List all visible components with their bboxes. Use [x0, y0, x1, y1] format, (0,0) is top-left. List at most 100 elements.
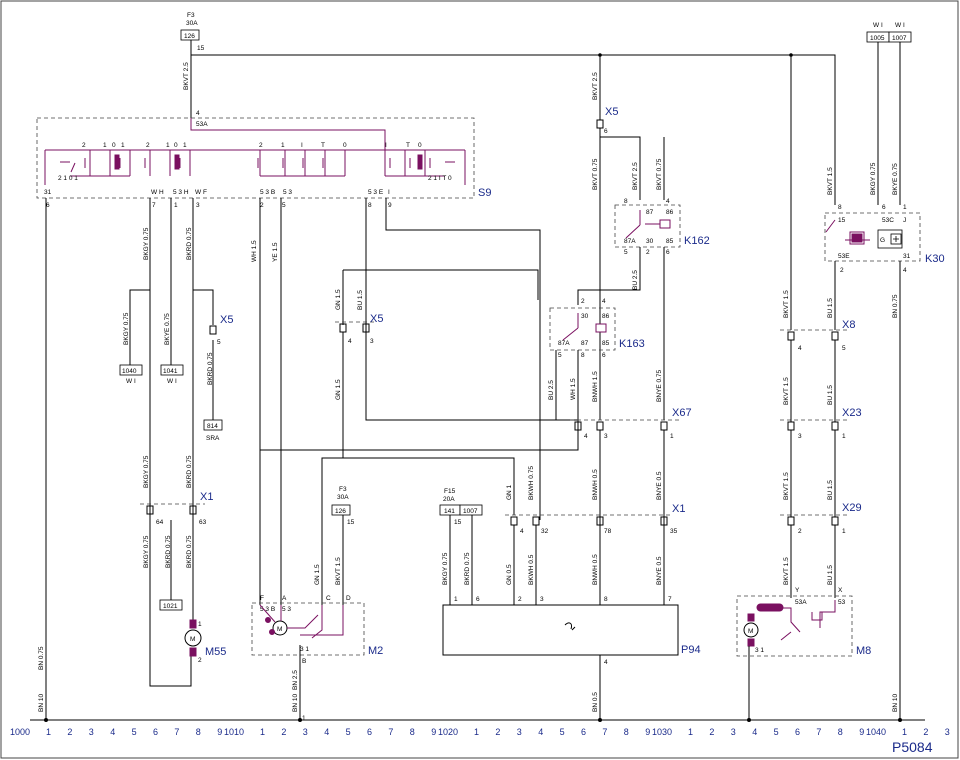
svg-text:BKGY 0.75: BKGY 0.75: [143, 227, 150, 260]
svg-text:F: F: [260, 595, 264, 602]
svg-text:5 3: 5 3: [282, 606, 291, 613]
svg-text:BKYE 0.75: BKYE 0.75: [892, 163, 899, 195]
svg-text:5: 5: [842, 345, 846, 352]
svg-text:2: 2: [260, 202, 264, 209]
svg-text:GN 1.5: GN 1.5: [335, 289, 342, 310]
ref-boxes-left: 1040 W I 1041 W I 814 SRA: [119, 364, 223, 442]
svg-text:6: 6: [602, 352, 606, 359]
svg-text:2: 2: [798, 528, 802, 535]
svg-text:6: 6: [882, 204, 886, 211]
svg-text:I: I: [301, 142, 303, 149]
ruler-start-label: 1020: [438, 727, 458, 737]
svg-text:4: 4: [520, 528, 524, 535]
svg-text:K163: K163: [619, 338, 645, 350]
svg-text:W F: W F: [195, 189, 207, 196]
svg-text:BKGY 0.75: BKGY 0.75: [870, 162, 877, 195]
svg-text:5: 5: [282, 202, 286, 209]
svg-text:WH 1.5: WH 1.5: [251, 240, 258, 262]
svg-text:B: B: [302, 658, 306, 665]
svg-text:BN 0.75: BN 0.75: [38, 646, 45, 670]
ruler-digit: 6: [581, 727, 586, 737]
svg-text:2: 2: [646, 249, 650, 256]
svg-text:BKVT 1.5: BKVT 1.5: [783, 290, 790, 318]
svg-text:BKVT 0.75: BKVT 0.75: [592, 158, 599, 190]
ruler-start-label: 1000: [10, 727, 30, 737]
svg-text:WH 1.5: WH 1.5: [570, 378, 577, 400]
top-bus: [190, 40, 836, 205]
svg-text:53A: 53A: [795, 599, 807, 606]
svg-text:A: A: [282, 595, 287, 602]
svg-text:W I: W I: [873, 22, 883, 29]
svg-text:3 1: 3 1: [755, 647, 764, 654]
ruler-digit: 9: [859, 727, 864, 737]
svg-text:6: 6: [46, 202, 50, 209]
svg-text:BKVT 2.5: BKVT 2.5: [632, 162, 639, 190]
svg-text:1005: 1005: [870, 35, 885, 42]
svg-text:5 3 B: 5 3 B: [260, 189, 275, 196]
ruler-digit: 2: [281, 727, 286, 737]
ruler-digit: 8: [838, 727, 843, 737]
svg-text:W I: W I: [126, 378, 136, 385]
svg-text:BKVT 2.5: BKVT 2.5: [183, 62, 190, 90]
ruler-digit: 6: [795, 727, 800, 737]
svg-text:GN 1.5: GN 1.5: [314, 564, 321, 585]
svg-text:BNYE 0.5: BNYE 0.5: [656, 556, 663, 585]
ruler-start-label: 1030: [652, 727, 672, 737]
svg-text:5: 5: [558, 352, 562, 359]
svg-text:BNYE 0.75: BNYE 0.75: [656, 369, 663, 402]
svg-text:4: 4: [196, 110, 200, 117]
svg-text:85: 85: [602, 340, 610, 347]
svg-text:0: 0: [418, 142, 422, 149]
svg-text:BKVT 2.5: BKVT 2.5: [592, 72, 599, 100]
svg-text:20A: 20A: [443, 496, 455, 503]
svg-text:1: 1: [121, 142, 125, 149]
svg-text:BKVT 0.75: BKVT 0.75: [656, 158, 663, 190]
svg-text:7: 7: [668, 596, 672, 603]
svg-text:4: 4: [602, 298, 606, 305]
svg-text:1: 1: [166, 142, 170, 149]
svg-text:1: 1: [174, 202, 178, 209]
ruler-digit: 7: [388, 727, 393, 737]
svg-text:BKRD 0.75: BKRD 0.75: [186, 455, 193, 488]
svg-text:BU 1.5: BU 1.5: [827, 480, 834, 500]
svg-text:15: 15: [347, 519, 355, 526]
svg-text:BKVT 1.5: BKVT 1.5: [335, 557, 342, 585]
svg-text:W I: W I: [167, 378, 177, 385]
svg-text:P94: P94: [681, 644, 701, 656]
ruler-digit: 1: [260, 727, 265, 737]
svg-text:X1: X1: [672, 503, 685, 515]
svg-text:BKRD 0.75: BKRD 0.75: [207, 352, 214, 385]
svg-text:30A: 30A: [186, 20, 198, 27]
ruler-digit: 3: [303, 727, 308, 737]
svg-text:F3: F3: [339, 486, 347, 493]
ruler-digit: 3: [89, 727, 94, 737]
ruler-digit: 6: [153, 727, 158, 737]
ruler-digit: 4: [324, 727, 329, 737]
svg-text:3: 3: [370, 338, 374, 345]
svg-text:BN 2.5: BN 2.5: [292, 670, 299, 690]
svg-text:T: T: [321, 142, 325, 149]
svg-text:3: 3: [540, 596, 544, 603]
svg-text:35: 35: [670, 528, 678, 535]
svg-text:M: M: [748, 628, 753, 635]
ruler-digit: 7: [816, 727, 821, 737]
svg-text:T: T: [406, 142, 410, 149]
svg-text:86: 86: [602, 313, 610, 320]
svg-text:I: I: [388, 189, 390, 196]
fuse-f15: F15 20A 141 1007 15: [439, 488, 483, 526]
ruler-digit: 5: [132, 727, 137, 737]
svg-text:X5: X5: [220, 314, 233, 326]
svg-text:6: 6: [604, 128, 608, 135]
svg-text:2: 2: [581, 298, 585, 305]
ruler-digit: 8: [410, 727, 415, 737]
svg-text:BKVT 1.5: BKVT 1.5: [783, 377, 790, 405]
svg-text:M: M: [190, 636, 195, 643]
ruler-digit: 3: [517, 727, 522, 737]
ruler-digit: 6: [367, 727, 372, 737]
svg-text:X29: X29: [842, 502, 862, 514]
svg-text:4: 4: [604, 659, 608, 666]
svg-text:53E: 53E: [838, 253, 850, 260]
